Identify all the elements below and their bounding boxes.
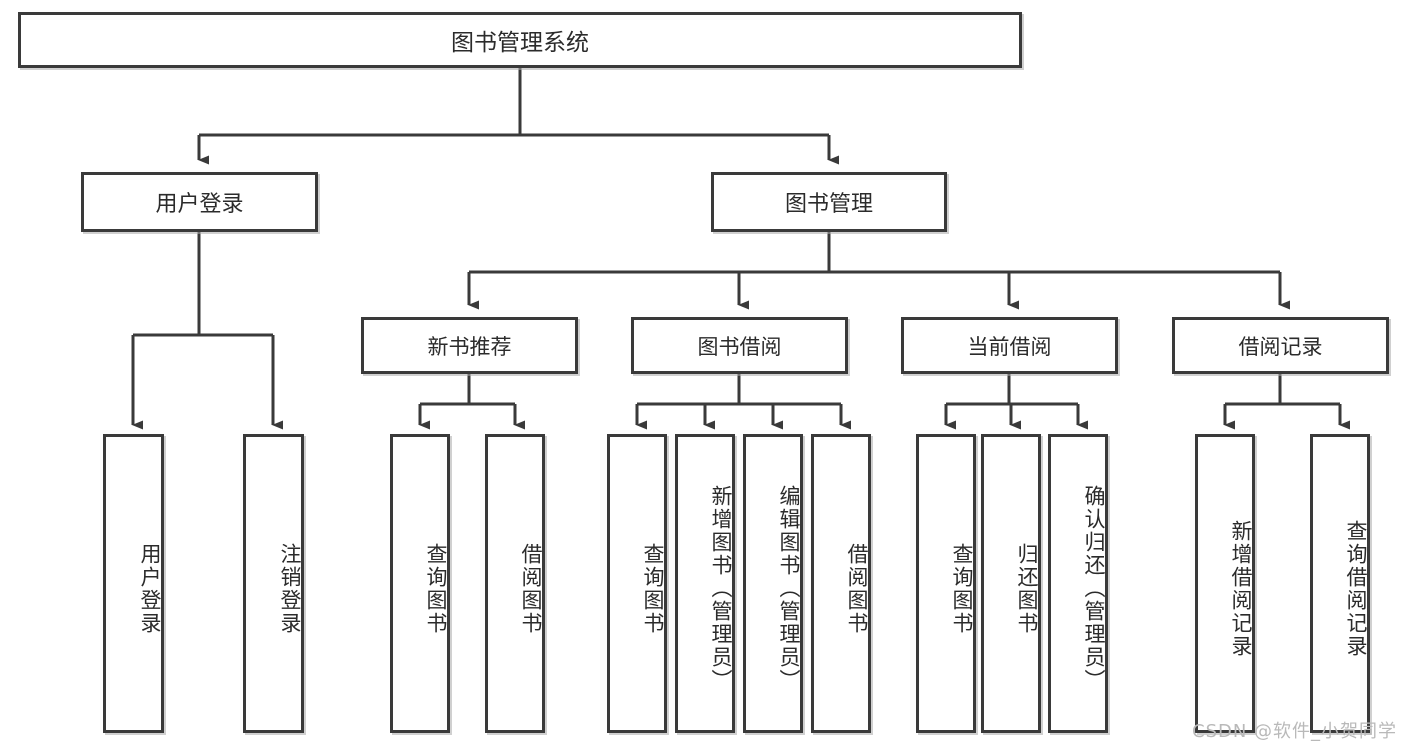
leaf-borrow-add-book[interactable]: 新增图书（管理员） [675,434,735,733]
node-label: 编辑图书（管理员） [777,485,801,692]
node-label: 图书管理 [784,192,873,217]
leaf-user-logout[interactable]: 注销登录 [243,434,304,733]
node-label: 查询图书 [641,542,665,635]
node-current-borrow[interactable]: 当前借阅 [901,317,1118,374]
leaf-borrow-borrow-book[interactable]: 借阅图书 [811,434,871,733]
node-label: 新书推荐 [427,334,512,359]
node-label: 用户登录 [155,192,244,217]
leaf-current-query-book[interactable]: 查询图书 [916,434,976,733]
csdn-watermark: CSDN @软件_小贺同学 [1192,721,1398,742]
node-label: 借阅图书 [845,542,869,635]
node-borrow-record[interactable]: 借阅记录 [1172,317,1389,374]
leaf-borrow-query-book[interactable]: 查询图书 [607,434,667,733]
node-label: 当前借阅 [967,334,1052,359]
leaf-recommend-borrow-book[interactable]: 借阅图书 [485,434,545,733]
node-label: 借阅图书 [519,542,543,635]
node-book-management[interactable]: 图书管理 [711,172,947,232]
leaf-borrow-edit-book[interactable]: 编辑图书（管理员） [743,434,803,733]
node-label: 图书借阅 [697,334,782,359]
node-root-system[interactable]: 图书管理系统 [18,12,1022,68]
node-label: 新增借阅记录 [1229,519,1253,658]
leaf-recommend-query-book[interactable]: 查询图书 [390,434,450,733]
node-label: 确认归还（管理员） [1082,485,1106,692]
leaf-current-confirm-return[interactable]: 确认归还（管理员） [1048,434,1108,733]
node-label: 图书管理系统 [451,30,589,56]
node-label: 注销登录 [278,542,302,635]
node-label: 查询图书 [950,542,974,635]
leaf-record-query[interactable]: 查询借阅记录 [1310,434,1370,733]
leaf-current-return-book[interactable]: 归还图书 [981,434,1041,733]
leaf-user-login[interactable]: 用户登录 [103,434,164,733]
node-label: 新增图书（管理员） [709,485,733,692]
node-label: 查询图书 [424,542,448,635]
node-label: 归还图书 [1015,542,1039,635]
node-label: 借阅记录 [1238,334,1323,359]
node-label: 用户登录 [138,542,162,635]
node-label: 查询借阅记录 [1344,519,1368,658]
node-book-borrow[interactable]: 图书借阅 [631,317,848,374]
node-new-book-recommend[interactable]: 新书推荐 [361,317,578,374]
node-user-login[interactable]: 用户登录 [81,172,318,232]
leaf-record-add[interactable]: 新增借阅记录 [1195,434,1255,733]
